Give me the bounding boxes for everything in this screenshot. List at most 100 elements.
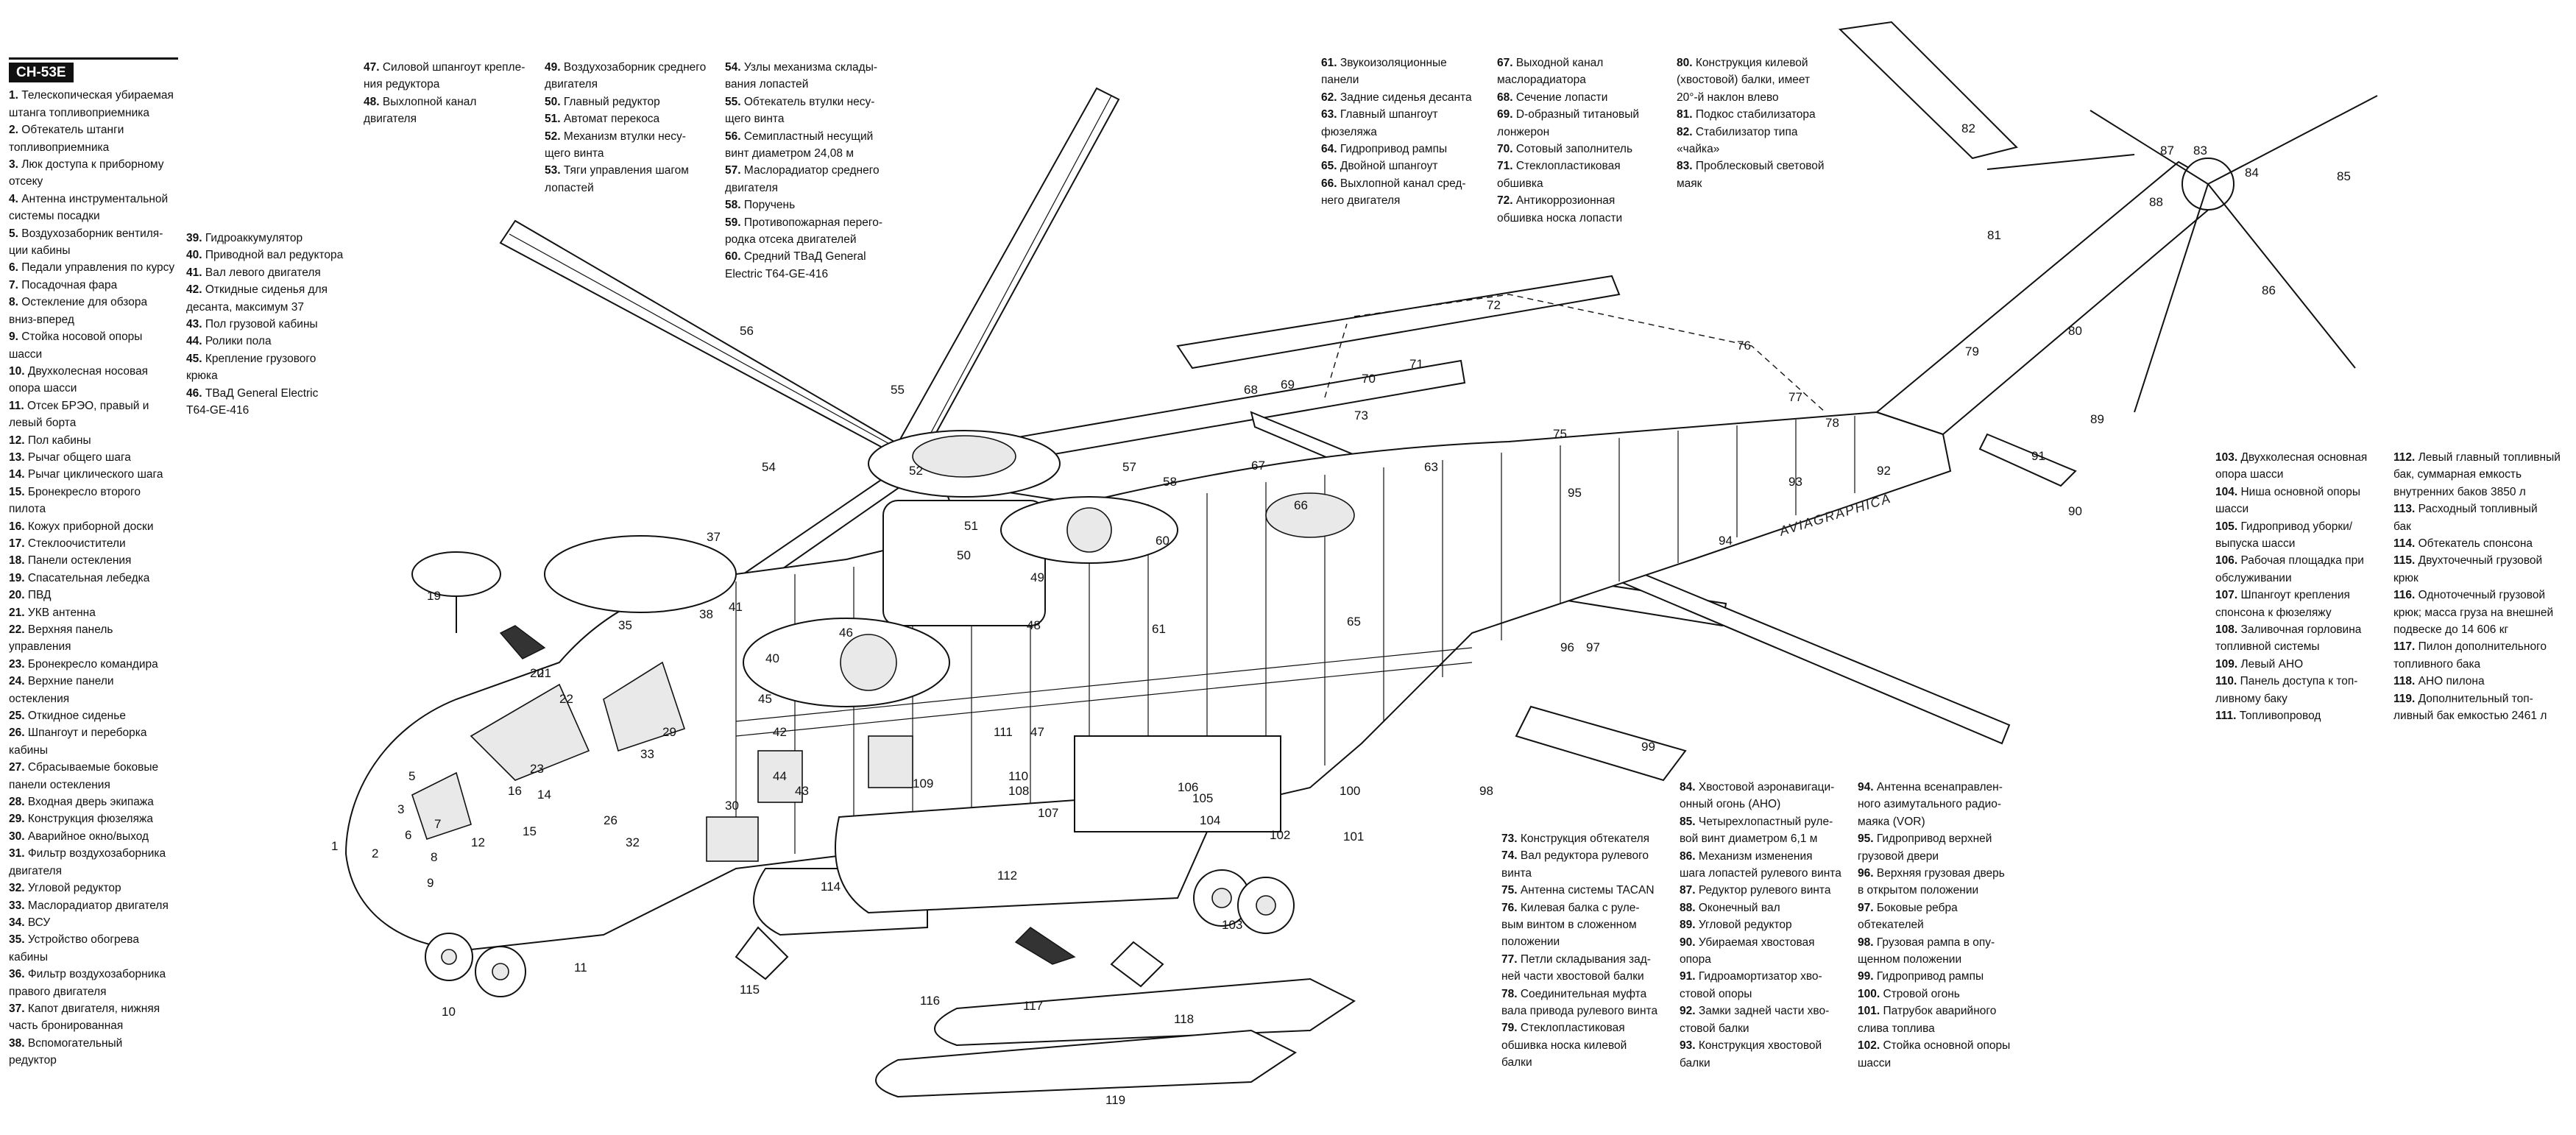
callout-number: 98 — [1479, 784, 1493, 798]
legend-item-number: 39. — [186, 232, 205, 244]
legend-item: 45. Крепление грузового — [186, 350, 343, 367]
legend-item-number: 84. — [1680, 781, 1699, 793]
legend-item-text: пилота — [9, 503, 46, 516]
legend-item-text: Верхняя панель — [27, 623, 113, 636]
legend-item-number: 12. — [9, 434, 28, 447]
legend-item: стовой балки — [1680, 1020, 1841, 1037]
legend-item: щего винта — [545, 145, 706, 162]
legend-item: 87. Редуктор рулевого винта — [1680, 882, 1841, 899]
legend-item: 88. Оконечный вал — [1680, 899, 1841, 916]
legend-item: 26. Шпангоут и переборка — [9, 724, 178, 741]
legend-item-number: 38. — [9, 1036, 28, 1050]
legend-item-text: Двухколесная основная — [2240, 451, 2368, 464]
legend-item-text: Панель доступа к топ- — [2240, 675, 2358, 688]
legend-item-text: Сотовый заполнитель — [1515, 143, 1633, 156]
legend-item-number: 53. — [545, 164, 564, 177]
legend-item-number: 15. — [9, 485, 28, 498]
legend-item: 67. Выходной канал — [1497, 54, 1639, 71]
legend-item-number: 116. — [2393, 589, 2418, 602]
legend-item-number: 75. — [1501, 884, 1521, 897]
legend-item-number: 113. — [2393, 503, 2418, 516]
legend-item: 2. Обтекатель штанги — [9, 121, 178, 138]
legend-item: ливный бак емкостью 2461 л — [2393, 707, 2561, 724]
legend-item: редуктор — [9, 1052, 178, 1069]
legend-item-text: десанта, максимум 37 — [186, 300, 305, 314]
callout-number: 108 — [1008, 784, 1029, 798]
callout-number: 84 — [2245, 166, 2259, 180]
legend-item-text: винт диаметром 24,08 м — [725, 147, 854, 160]
legend-item: 110. Панель доступа к топ- — [2215, 673, 2367, 690]
legend-item-text: балки — [1501, 1056, 1532, 1069]
legend-item-number: 22. — [9, 623, 28, 636]
callout-number: 22 — [559, 692, 573, 706]
legend-item-text: Хвостовой аэронавигаци- — [1698, 781, 1835, 793]
legend-item-text: шасси — [9, 347, 43, 361]
legend-item-text: выпуска шасси — [2215, 537, 2296, 551]
legend-item: 95. Гидропривод верхней — [1858, 830, 2010, 847]
legend-item: десанта, максимум 37 — [186, 299, 343, 316]
callout-number: 61 — [1152, 622, 1166, 636]
legend-item: спонсона к фюзеляжу — [2215, 604, 2367, 621]
callout-number: 85 — [2337, 169, 2351, 183]
legend-item-number: 8. — [9, 296, 22, 309]
legend-item: панели — [1321, 71, 1472, 88]
fuselage — [344, 411, 1952, 951]
legend-item-number: 108. — [2215, 623, 2241, 637]
legend-item: 19. Спасательная лебедка — [9, 570, 178, 587]
load-arrow — [499, 625, 546, 660]
legend-item-text: Семипластный несущий — [743, 130, 874, 143]
legend-item: фюзеляжа — [1321, 124, 1472, 141]
legend-item: 15. Бронекресло второго — [9, 484, 178, 501]
cargo-hook — [735, 926, 789, 980]
legend-item-text: грузовой двери — [1858, 849, 1939, 863]
legend-item-text: панели остекления — [9, 778, 110, 791]
legend-item-text: Гидроаккумулятор — [205, 232, 303, 244]
legend-item-number: 78. — [1501, 987, 1521, 1000]
legend-list: 80. Конструкция килевой(хвостовой) балки… — [1677, 54, 1825, 192]
callout-number: 47 — [1030, 725, 1044, 739]
callout-number: 58 — [1163, 475, 1177, 489]
legend-item-text: Главный шпангоут — [1340, 108, 1438, 121]
legend-item: вой винт диаметром 6,1 м — [1680, 830, 1841, 847]
legend-item-text: Конструкция фюзеляжа — [27, 813, 153, 826]
legend-item-number: 33. — [9, 899, 28, 912]
legend-item-text: Поручень — [743, 199, 796, 212]
legend-item: 53. Тяги управления шагом — [545, 162, 706, 179]
legend-item-number: 43. — [186, 318, 205, 331]
legend-item-text: Оконечный вал — [1698, 901, 1780, 914]
legend-item: 119. Дополнительный топ- — [2393, 690, 2561, 707]
legend-item: 65. Двойной шпангоут — [1321, 158, 1472, 174]
callout-number: 111 — [994, 725, 1013, 739]
legend-item-number: 81. — [1677, 108, 1696, 121]
legend-column-5: 54. Узлы механизма склады-вания лопастей… — [725, 59, 882, 283]
legend-item-number: 89. — [1680, 919, 1699, 932]
legend-item-number: 79. — [1501, 1022, 1521, 1035]
legend-item: 10. Двухколесная носовая — [9, 363, 178, 380]
legend-item-text: Двухточечный грузовой — [2418, 554, 2543, 568]
legend-item-number: 104. — [2215, 485, 2241, 498]
legend-item: кабины — [9, 949, 178, 966]
legend-item: щего винта — [725, 110, 882, 127]
callout-number: 21 — [537, 666, 551, 680]
callout-number: 100 — [1340, 784, 1360, 798]
callout-number: 71 — [1409, 357, 1423, 371]
callout-number: 91 — [2031, 449, 2045, 463]
callout-number: 102 — [1270, 828, 1290, 842]
legend-item-number: 101. — [1858, 1005, 1883, 1018]
legend-item: 22. Верхняя панель — [9, 621, 178, 638]
legend-item: 82. Стабилизатор типа — [1677, 124, 1825, 141]
legend-item: 48. Выхлопной канал — [364, 93, 525, 110]
callout-number: 115 — [740, 983, 760, 997]
legend-item-text: крюка — [186, 370, 218, 383]
legend-item: 8. Остекление для обзора — [9, 294, 178, 311]
legend-item-text: Гидропривод рампы — [1340, 143, 1448, 156]
exhaust-duct — [1265, 492, 1355, 538]
legend-item-number: 96. — [1858, 867, 1877, 880]
legend-item-text: обшивка носка килевой — [1501, 1039, 1627, 1052]
legend-item-text: Противопожарная перего- — [743, 216, 883, 229]
legend-item-text: Педали управления по курсу — [21, 261, 175, 275]
